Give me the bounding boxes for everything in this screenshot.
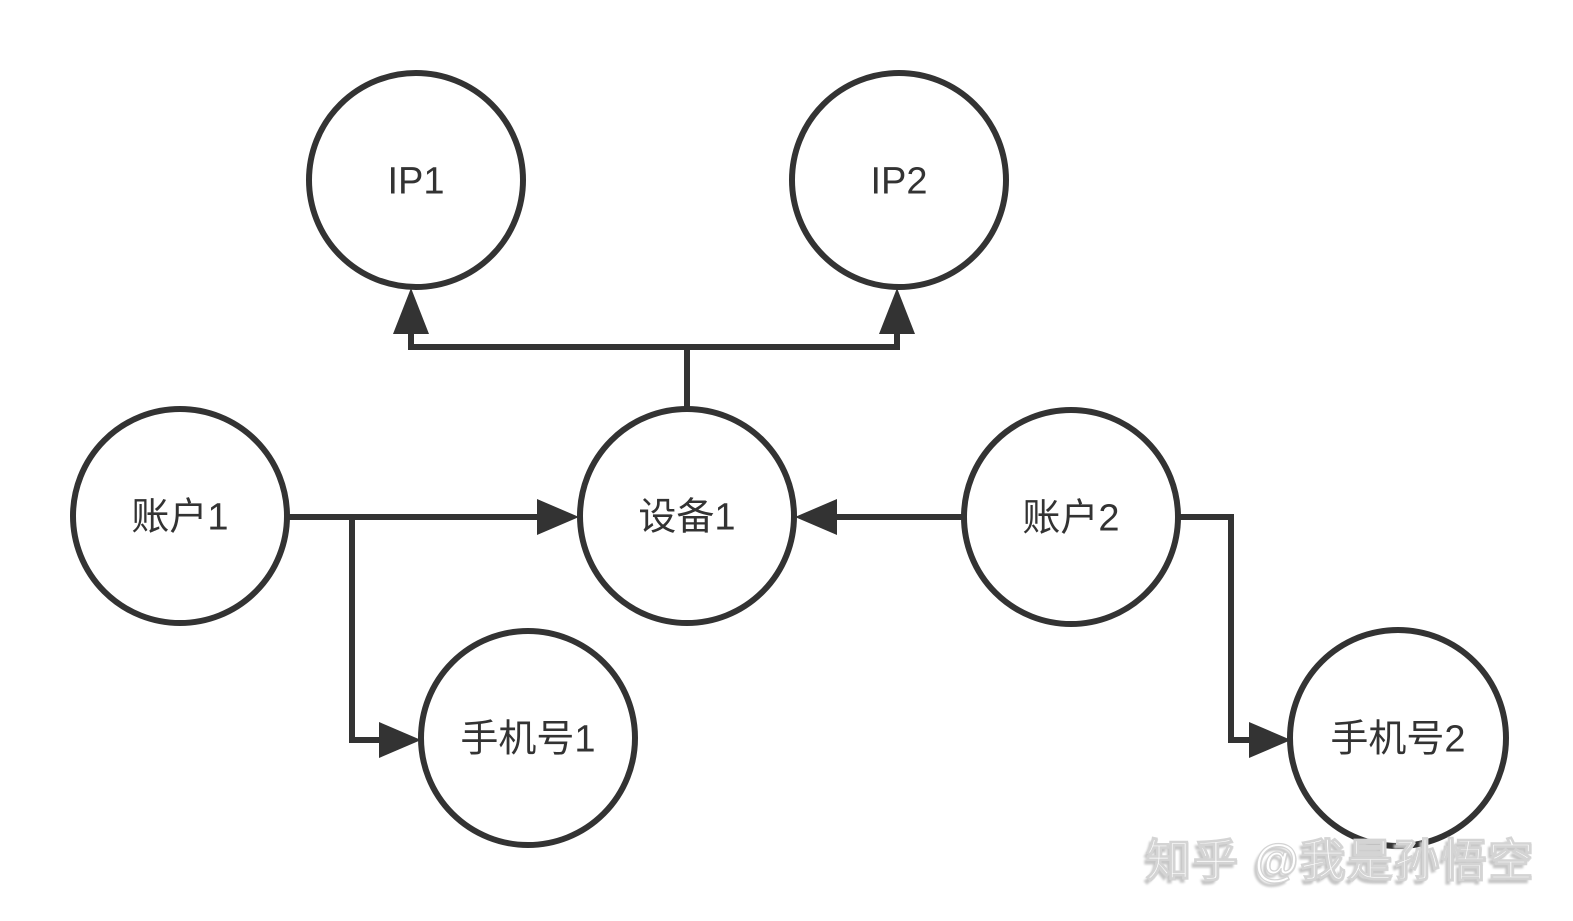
node-ip2-circle — [789, 70, 1009, 290]
node-ip1-label: IP1 — [387, 160, 444, 202]
node-ip2-label: IP2 — [870, 160, 927, 202]
node-phone1: 手机号1 — [418, 628, 638, 848]
node-phone2-label: 手机号2 — [1330, 718, 1465, 760]
node-account1-circle — [70, 406, 290, 626]
edge-device1-to-ips — [408, 331, 900, 412]
arrowhead-into-phone1 — [379, 722, 421, 758]
node-phone1-label: 手机号1 — [460, 718, 595, 760]
node-account2-circle — [961, 407, 1181, 627]
node-phone1-circle — [418, 628, 638, 848]
node-ip1: IP1 — [306, 70, 526, 290]
edge-layer — [284, 288, 1291, 758]
node-account1-label: 账户1 — [131, 496, 228, 538]
node-ip2: IP2 — [789, 70, 1009, 290]
node-ip1-circle — [306, 70, 526, 290]
watermark-zhihu: 知乎 @我是孙悟空 — [1145, 834, 1536, 886]
node-device1-circle — [577, 406, 797, 626]
node-device1: 设备1 — [577, 406, 797, 626]
node-device1-label: 设备1 — [638, 496, 735, 538]
edge-account1-to-phone1 — [349, 514, 385, 743]
arrowhead-into-device1-right — [795, 499, 837, 535]
node-account2-label: 账户2 — [1022, 497, 1119, 539]
edge-account2-to-phone2 — [1175, 514, 1253, 743]
node-account2: 账户2 — [961, 407, 1181, 627]
node-layer: IP1 IP2 账户1 设备1 账户2 手机号1 — [70, 70, 1509, 849]
node-phone2-circle — [1287, 627, 1509, 849]
arrowhead-into-ip2 — [879, 288, 915, 334]
arrowhead-into-device1-left — [537, 499, 579, 535]
arrowhead-into-ip1 — [393, 288, 429, 334]
arrowhead-into-phone2 — [1249, 722, 1291, 758]
node-phone2: 手机号2 — [1287, 627, 1509, 849]
node-account1: 账户1 — [70, 406, 290, 626]
